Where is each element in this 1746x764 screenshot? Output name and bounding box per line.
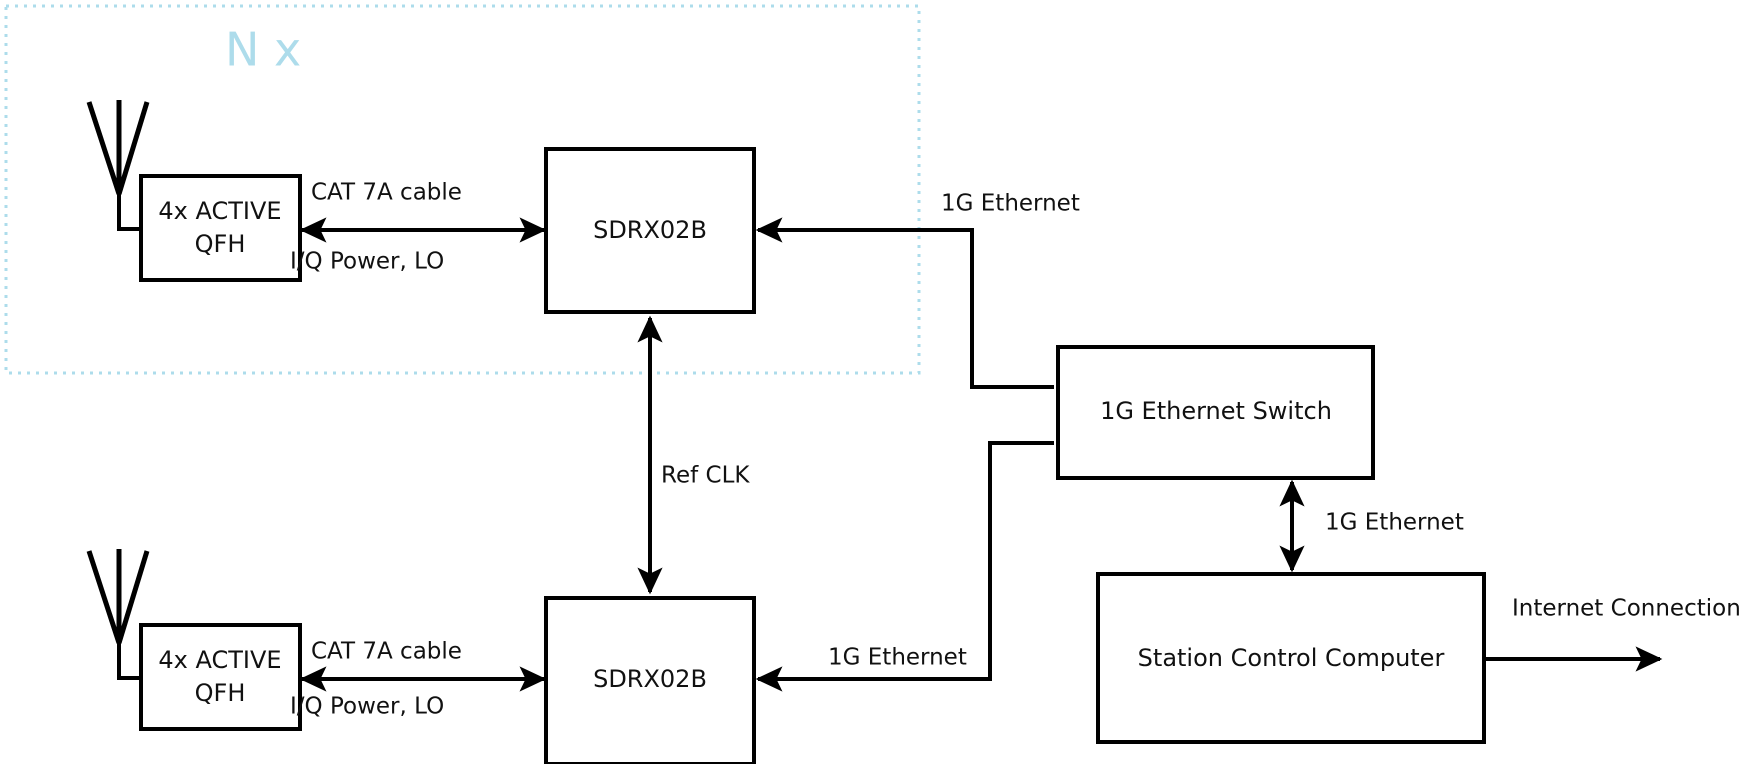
edge-eth-sdr-bottom-label: 1G Ethernet xyxy=(828,645,967,671)
edge-cat7a-bottom-label: CAT 7A cable xyxy=(311,639,462,665)
block-ethernet-switch[interactable] xyxy=(1056,345,1375,480)
group-label: N x xyxy=(225,23,301,77)
edge-iq-power-lo-bottom-label: I/Q Power, LO xyxy=(290,694,444,720)
edge-cat7a-top-label: CAT 7A cable xyxy=(311,180,462,206)
edge-eth-sdr-top xyxy=(755,217,1054,389)
edge-iq-power-lo-top-label: I/Q Power, LO xyxy=(290,249,444,275)
block-sdrx02b-top[interactable] xyxy=(544,147,756,314)
block-ethernet-switch-label: 1G Ethernet Switch xyxy=(1100,397,1332,425)
block-qfh-bottom[interactable] xyxy=(139,623,302,731)
antenna-icon xyxy=(86,100,150,231)
edge-eth-sdr-bottom xyxy=(755,441,1054,692)
block-qfh-top-label-line1: 4x ACTIVE xyxy=(158,197,281,225)
edge-eth-sdr-top-label: 1G Ethernet xyxy=(941,191,1080,217)
antenna-icon xyxy=(86,549,150,680)
edge-eth-switch-computer-label: 1G Ethernet xyxy=(1325,510,1464,536)
block-station-control-computer-label: Station Control Computer xyxy=(1138,644,1445,672)
block-qfh-top[interactable] xyxy=(139,174,302,282)
block-qfh-bottom-label-line2: QFH xyxy=(195,679,246,707)
block-qfh-top-label-line2: QFH xyxy=(195,230,246,258)
block-station-control-computer[interactable] xyxy=(1096,572,1486,744)
replicated-group-box xyxy=(4,4,921,375)
block-qfh-bottom-label-line1: 4x ACTIVE xyxy=(158,646,281,674)
edge-ref-clk-label: Ref CLK xyxy=(661,463,750,489)
edge-internet-connection-label: Internet Connection xyxy=(1512,596,1741,622)
block-sdrx02b-bottom-label: SDRX02B xyxy=(593,665,707,693)
block-sdrx02b-top-label: SDRX02B xyxy=(593,216,707,244)
